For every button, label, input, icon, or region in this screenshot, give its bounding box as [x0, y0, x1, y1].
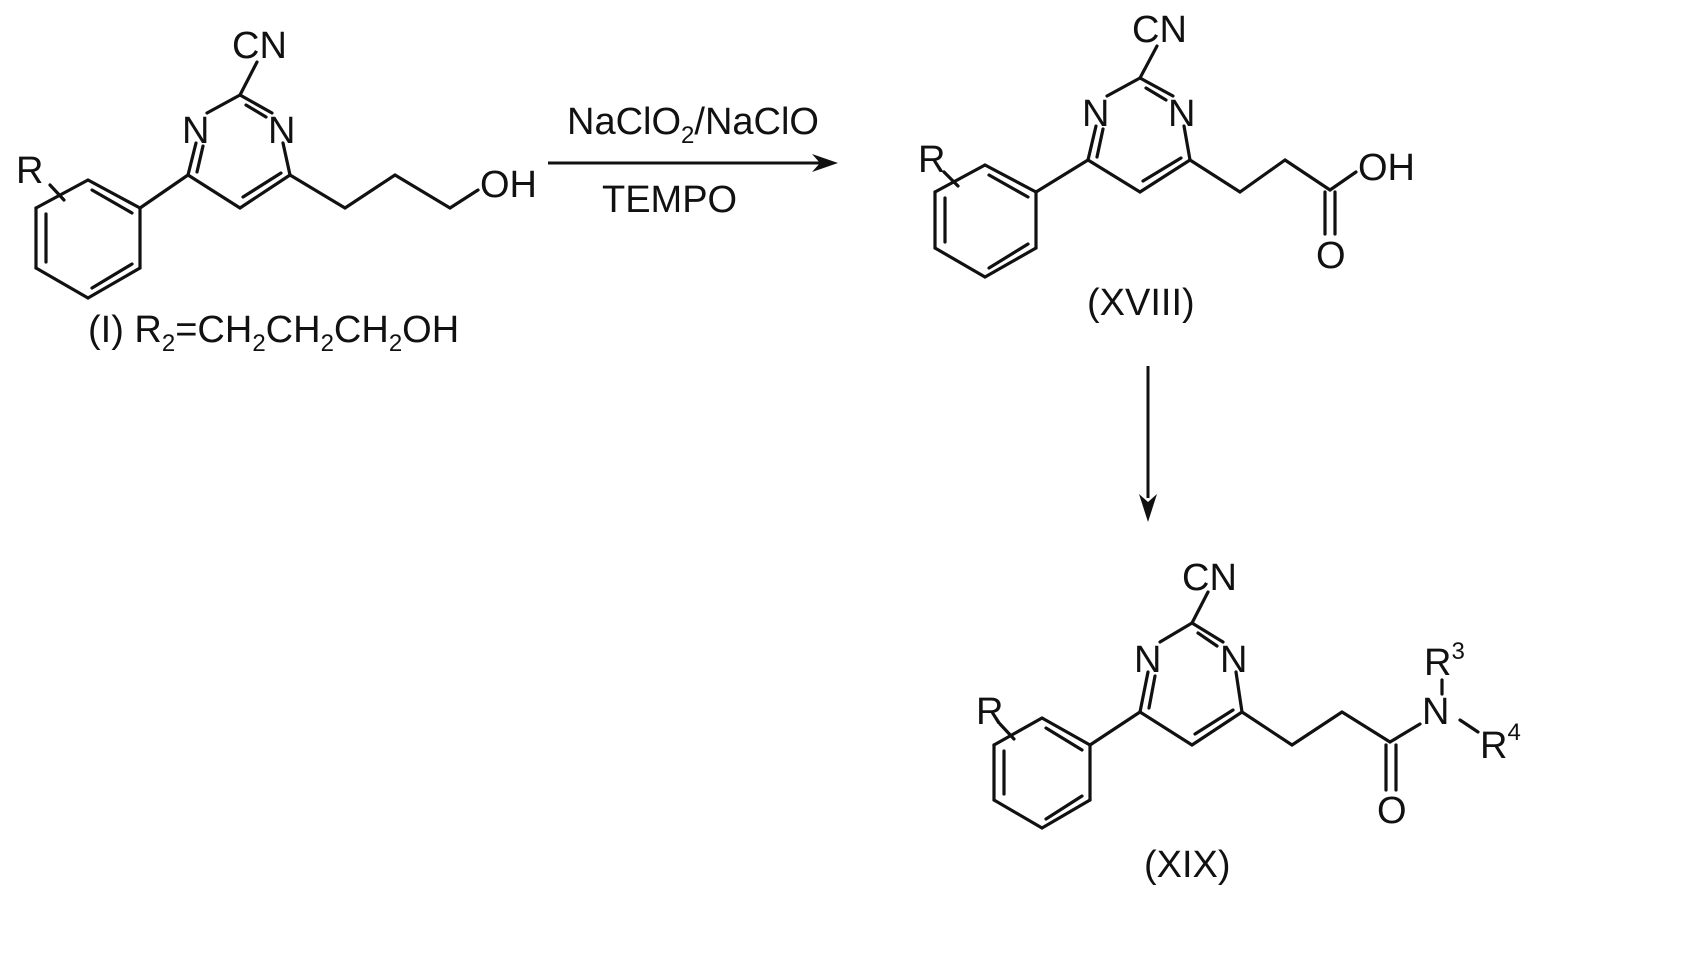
compound-I-hydroxyl-label: OH: [480, 164, 537, 206]
compound-XIX-caption: (XIX): [1144, 844, 1231, 886]
reagent-bottom-label: TEMPO: [602, 179, 737, 221]
compound-XIX: CN N N R N R3 R4 O (XIX): [976, 557, 1521, 886]
compound-XVIII-hydroxyl-label: OH: [1358, 147, 1415, 189]
compound-XIX-r4-substituent: R4: [1480, 719, 1521, 767]
compound-XIX-cyano-label: CN: [1182, 557, 1237, 599]
compound-XIX-nitrogen-right: N: [1220, 639, 1247, 681]
compound-XVIII-carbonyl-oxygen: O: [1316, 235, 1346, 277]
compound-XIX-r-substituent: R: [976, 691, 1003, 733]
reaction-arrow-amidation: [1139, 366, 1157, 522]
compound-I-nitrogen-left: N: [182, 110, 209, 152]
reagent-top-label: NaClO2/NaClO: [567, 101, 819, 149]
compound-XIX-r3-substituent: R3: [1424, 638, 1465, 684]
reaction-arrow-oxidation: NaClO2/NaClO TEMPO: [548, 101, 838, 221]
compound-XVIII-nitrogen-right: N: [1168, 93, 1195, 135]
compound-XIX-carbonyl-oxygen: O: [1377, 790, 1407, 832]
compound-XVIII-caption: (XVIII): [1087, 282, 1195, 324]
compound-XIX-nitrogen-left: N: [1134, 639, 1161, 681]
compound-I: CN N N R OH (I) R2=CH2CH2CH2OH: [16, 25, 537, 357]
compound-XVIII-cyano-label: CN: [1132, 9, 1187, 51]
compound-XVIII-r-substituent: R: [918, 139, 945, 181]
compound-I-bonds: [36, 62, 478, 298]
compound-I-r-substituent: R: [16, 150, 43, 192]
compound-I-nitrogen-right: N: [268, 110, 295, 152]
compound-XVIII: CN N N R OH O (XVIII): [918, 9, 1415, 324]
compound-XVIII-bonds: [935, 46, 1356, 277]
compound-XVIII-nitrogen-left: N: [1082, 93, 1109, 135]
compound-I-caption: (I) R2=CH2CH2CH2OH: [88, 309, 459, 357]
compound-XIX-amide-nitrogen: N: [1422, 691, 1449, 733]
compound-I-cyano-label: CN: [232, 25, 287, 67]
